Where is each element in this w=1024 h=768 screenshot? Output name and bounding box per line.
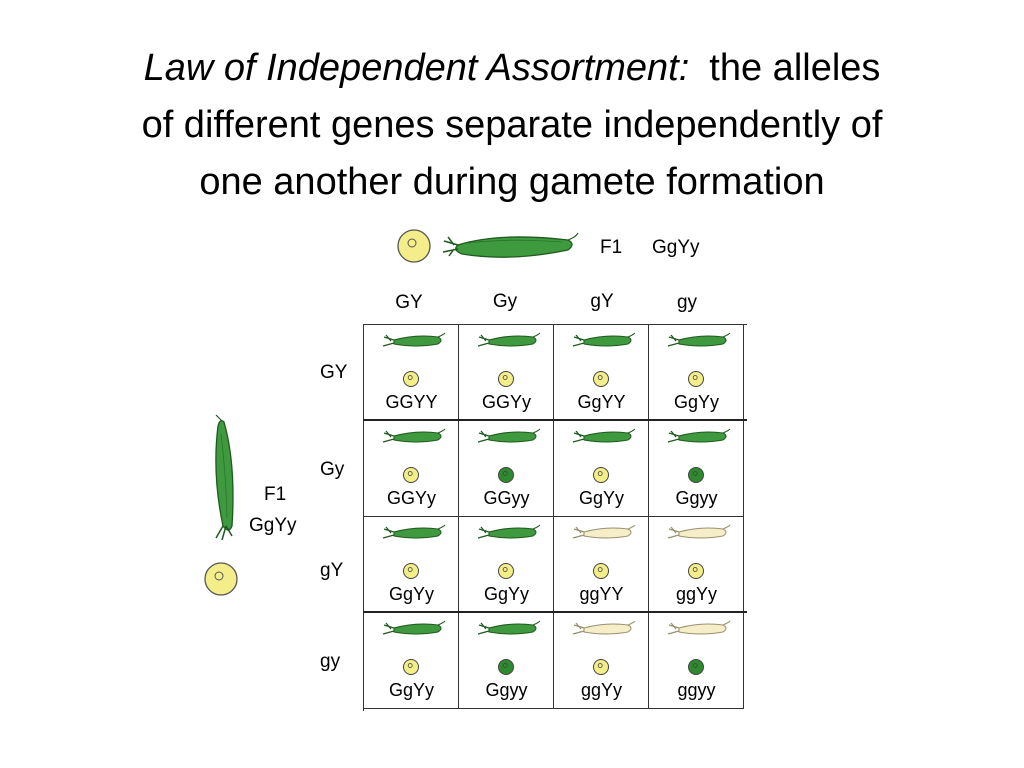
pea-pod-icon xyxy=(477,332,541,347)
title-line-1: Law of Independent Assortment: the allele… xyxy=(0,40,1024,97)
pea-seed-icon xyxy=(403,371,419,387)
offspring-genotype: GgYy xyxy=(388,584,435,604)
offspring-genotype: Ggyy xyxy=(485,680,528,700)
pea-seed-icon xyxy=(688,467,704,483)
punnett-cell: GgYy xyxy=(364,517,459,613)
pea-seed-icon xyxy=(498,467,514,483)
offspring-genotype: GGYy xyxy=(481,392,531,412)
pea-pod-icon xyxy=(667,620,731,635)
pea-seed-icon xyxy=(593,659,609,675)
pea-pod-icon xyxy=(477,524,541,539)
gamete-left-3: gY xyxy=(320,560,344,581)
gamete-top-3: gY xyxy=(590,291,614,312)
offspring-genotype: GgYy xyxy=(483,584,530,604)
pea-seed-icon xyxy=(403,563,419,579)
f1-left-label: F1 xyxy=(264,484,287,505)
offspring-genotype: ggyy xyxy=(677,680,716,700)
offspring-genotype: GGYY xyxy=(385,392,438,412)
gamete-top-4: gy xyxy=(676,292,698,313)
gamete-top-2: Gy xyxy=(492,291,518,312)
title-line-3: one another during gamete formation xyxy=(199,161,825,203)
grid-divider xyxy=(363,611,747,613)
pea-pod-icon xyxy=(477,620,541,635)
pea-pod-icon xyxy=(382,428,446,443)
pea-pod-icon xyxy=(382,332,446,347)
pea-pod-icon xyxy=(667,524,731,539)
punnett-cell: GgYY xyxy=(554,325,649,421)
f1-top-pea-icon xyxy=(397,229,431,263)
gamete-left-4: gy xyxy=(320,651,341,672)
f1-top-genotype: GgYy xyxy=(652,237,700,258)
pea-pod-icon xyxy=(572,332,636,347)
punnett-cell: GgYy xyxy=(364,613,459,709)
punnett-cell: GgYy xyxy=(649,325,744,421)
gamete-left-1: GY xyxy=(320,362,348,383)
punnett-cell: Ggyy xyxy=(459,613,554,709)
title-line-2: of different genes separate independentl… xyxy=(141,104,883,146)
pea-seed-icon xyxy=(593,371,609,387)
f1-left-pea-icon xyxy=(204,562,238,596)
pea-seed-icon xyxy=(593,563,609,579)
offspring-genotype: ggYy xyxy=(675,584,718,604)
pea-pod-icon xyxy=(572,428,636,443)
pea-seed-icon xyxy=(498,659,514,675)
pea-pod-icon xyxy=(667,332,731,347)
offspring-genotype: ggYy xyxy=(580,680,623,700)
title-line-1-rest: the alleles xyxy=(709,47,881,89)
gamete-top-1: GY xyxy=(395,292,423,313)
pea-seed-icon xyxy=(403,659,419,675)
punnett-cell: GGYY xyxy=(364,325,459,421)
pea-seed-icon xyxy=(593,467,609,483)
pea-seed-icon xyxy=(498,563,514,579)
pea-pod-icon xyxy=(667,428,731,443)
slide-title: Law of Independent Assortment: the allele… xyxy=(0,40,1024,211)
pea-seed-icon xyxy=(688,563,704,579)
offspring-genotype: ggYY xyxy=(579,584,624,604)
f1-top-pod-icon xyxy=(442,232,579,258)
pea-pod-icon xyxy=(382,524,446,539)
punnett-cell: ggYy xyxy=(649,517,744,613)
punnett-cell: Ggyy xyxy=(649,421,744,517)
offspring-genotype: GgYy xyxy=(673,392,720,412)
pea-seed-icon xyxy=(688,371,704,387)
punnett-cell: GgYy xyxy=(554,421,649,517)
pea-seed-icon xyxy=(403,467,419,483)
offspring-genotype: GgYy xyxy=(388,680,435,700)
punnett-cell: ggYY xyxy=(554,517,649,613)
pea-pod-icon xyxy=(572,620,636,635)
offspring-genotype: GgYY xyxy=(577,392,626,412)
punnett-cell: GGyy xyxy=(459,421,554,517)
pea-pod-icon xyxy=(477,428,541,443)
pea-seed-icon xyxy=(498,371,514,387)
gamete-left-2: Gy xyxy=(320,459,345,480)
pea-pod-icon xyxy=(572,524,636,539)
f1-left-pod-icon xyxy=(215,414,234,541)
punnett-cell: ggYy xyxy=(554,613,649,709)
offspring-genotype: GGYy xyxy=(386,488,436,508)
offspring-genotype: GGyy xyxy=(483,488,530,508)
punnett-cell: GGYy xyxy=(364,421,459,517)
f1-left-genotype: GgYy xyxy=(249,515,297,536)
pea-pod-icon xyxy=(382,620,446,635)
title-law-name: Law of Independent Assortment: xyxy=(143,47,690,89)
offspring-genotype: Ggyy xyxy=(675,488,718,508)
pea-seed-icon xyxy=(688,659,704,675)
punnett-cell: ggyy xyxy=(649,613,744,709)
grid-divider xyxy=(363,419,747,421)
f1-top-label: F1 xyxy=(600,237,623,258)
offspring-genotype: GgYy xyxy=(578,488,625,508)
punnett-cell: GgYy xyxy=(459,517,554,613)
punnett-cell: GGYy xyxy=(459,325,554,421)
